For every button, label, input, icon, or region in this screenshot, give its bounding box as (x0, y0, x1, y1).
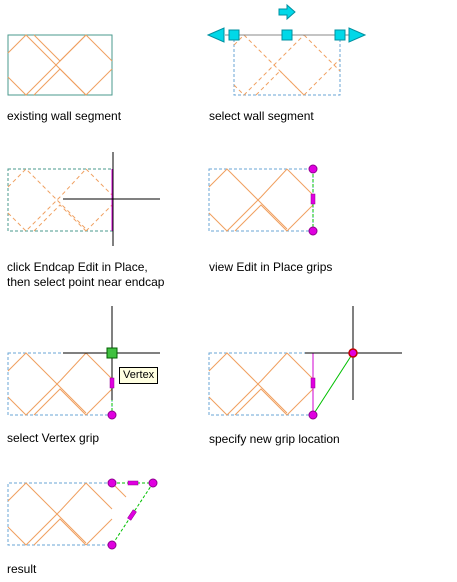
wall-outline (208, 352, 314, 416)
edge-grip-icon[interactable] (334, 29, 346, 41)
endcap-grip-icon[interactable] (148, 478, 158, 488)
wall-hatch (7, 482, 127, 546)
edge-grip-icon[interactable] (127, 509, 137, 521)
wall-hatch (7, 168, 113, 232)
panel-new-grip-location (208, 306, 402, 420)
wall-hatch (7, 34, 113, 96)
vertex-tooltip: Vertex (119, 367, 159, 384)
endcap-grip-icon[interactable] (308, 410, 318, 420)
caption-existing-wall: existing wall segment (7, 109, 122, 123)
selected-wall-outline (233, 34, 341, 96)
caption-view-grips: view Edit in Place grips (209, 260, 333, 274)
wall-outline (7, 482, 112, 546)
wall-hatch (208, 168, 314, 232)
wall-outline (7, 352, 113, 416)
panel-endcap-edit (7, 152, 160, 246)
panel-select-vertex (7, 306, 160, 420)
lengthen-arrow-icon[interactable] (348, 27, 367, 43)
edge-grip-icon[interactable] (109, 377, 115, 389)
wall-outline (208, 168, 314, 232)
caption-endcap-edit-line1: click Endcap Edit in Place, (7, 260, 148, 274)
edge-grip-icon[interactable] (127, 480, 139, 486)
panel-result (7, 478, 158, 550)
caption-new-grip-location: specify new grip location (209, 432, 340, 446)
caption-endcap-edit-line2: then select point near endcap (7, 275, 165, 289)
edge-grip-icon[interactable] (228, 29, 240, 41)
rubberband-line (312, 352, 354, 416)
endcap-grip-icon[interactable] (107, 540, 117, 550)
caption-select-wall: select wall segment (209, 109, 314, 123)
lengthen-arrow-icon[interactable] (206, 27, 225, 43)
edge-grip-icon[interactable] (281, 29, 293, 41)
endcap-grip-icon[interactable] (107, 478, 117, 488)
endcap-grip-icon[interactable] (107, 410, 117, 420)
panel-existing-wall (7, 34, 113, 96)
endcap-grip-icon[interactable] (308, 226, 318, 236)
selected-wall-hatch (233, 34, 341, 96)
edge-grip-icon[interactable] (310, 193, 316, 205)
wall-outline (7, 34, 113, 96)
wall-outline (7, 168, 113, 232)
offset-arrow-icon[interactable] (278, 3, 296, 21)
caption-select-vertex: select Vertex grip (7, 431, 100, 445)
wall-hatch (208, 352, 314, 416)
endcap-grip-icon[interactable] (308, 164, 318, 174)
panel-view-grips (208, 164, 318, 236)
wall-hatch (7, 352, 113, 416)
caption-result: result (7, 562, 37, 576)
vertex-grip-icon[interactable] (106, 347, 118, 359)
edge-grip-icon[interactable] (310, 377, 316, 389)
panel-select-wall (206, 3, 367, 96)
vertex-grip-icon[interactable] (348, 348, 358, 358)
